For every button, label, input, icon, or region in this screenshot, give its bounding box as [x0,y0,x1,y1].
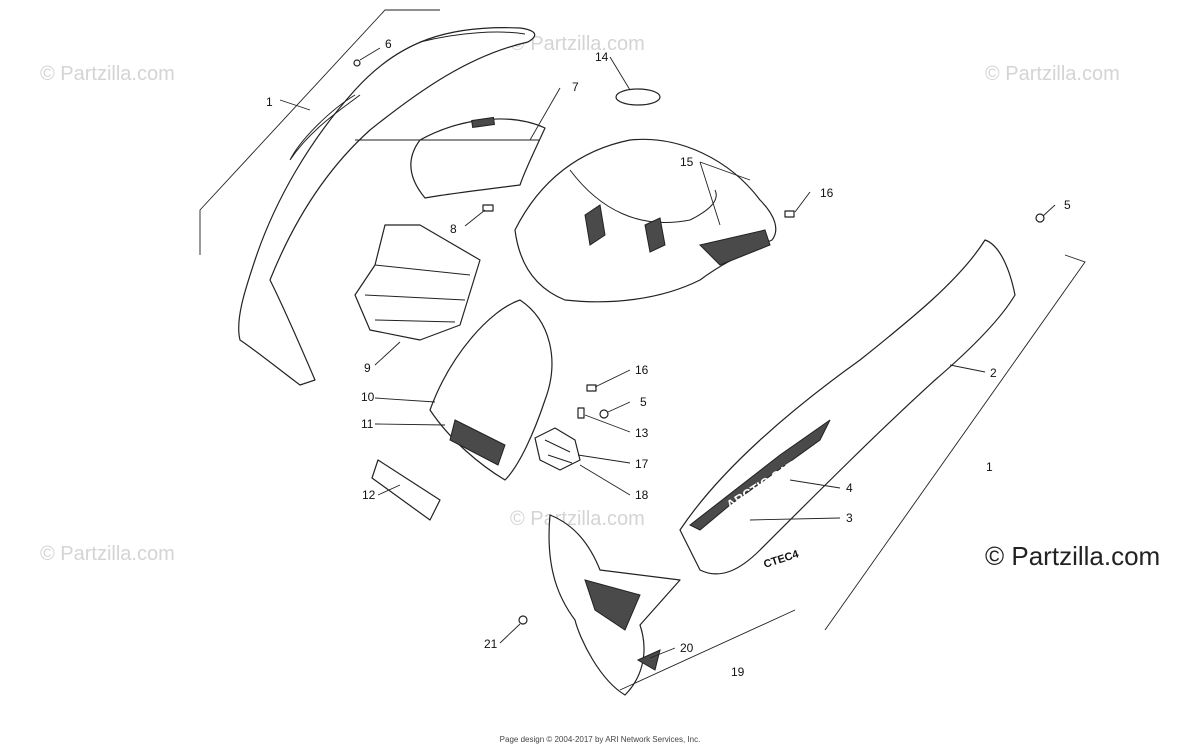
callout-9: 9 [364,361,371,375]
rivet-21 [518,615,528,625]
left-panel-shape [238,27,536,386]
fasteners [353,59,1045,625]
callout-5-mid: 5 [640,395,647,409]
callout-5-top: 5 [1064,198,1071,212]
hood-vent-center [644,217,666,253]
watermark-group: © Partzilla.com © Partzilla.com © Partzi… [40,33,1160,571]
lower-nose-grille [449,419,506,466]
rivet-5-top [1035,213,1045,223]
hood-inner-curve [569,169,717,224]
callout-13: 13 [635,426,649,440]
windshield-badge [615,88,661,106]
belly-pan-clip-20 [636,649,661,671]
hood-vent-right [699,229,771,266]
upper-panel-tab [471,116,496,129]
callout-18: 18 [635,488,649,502]
callout-labels: 1 6 7 14 15 16 5 8 9 2 10 11 16 5 13 17 … [266,37,1071,679]
lower-nose [429,299,553,481]
callout-7: 7 [572,80,579,94]
callout-3: 3 [846,511,853,525]
screw-6 [353,59,361,67]
callout-4: 4 [846,481,853,495]
upper-panel [355,116,546,199]
inner-liner-shape [354,224,481,341]
left-side-panel [199,9,536,386]
callout-1-left: 1 [266,95,273,109]
callout-17: 17 [635,457,649,471]
rivet-5-mid [599,409,609,419]
callout-21: 21 [484,637,498,651]
bracket-17-detail [544,439,573,464]
decal-model-text: CTEC4 [762,548,801,571]
watermark-bottom-center: © Partzilla.com [510,508,645,530]
callout-8: 8 [450,222,457,236]
clip-16-top [784,210,795,218]
left-panel-inner-edge [289,94,361,161]
callout-10: 10 [361,390,375,404]
belly-pan [548,514,796,696]
watermark-top-right: © Partzilla.com [985,63,1120,85]
callout-20: 20 [680,641,694,655]
watermark-top-center: © Partzilla.com [510,33,645,55]
belly-pan-opening [584,579,641,631]
page-footer: Page design © 2004-2017 by ARI Network S… [499,735,701,744]
callout-14: 14 [595,50,609,64]
hood [514,138,777,303]
callout-12: 12 [362,488,376,502]
inner-liner [354,224,481,341]
callout-15: 15 [680,155,694,169]
right-panel-decal-band [689,419,831,531]
left-panel-bracket [199,9,440,255]
callout-16-mid: 16 [635,363,649,377]
bracket-17 [534,427,581,471]
inner-liner-ribs [364,264,471,323]
right-panel-bracket [824,254,1086,631]
callout-11: 11 [361,417,374,431]
hood-vent-left [584,204,606,246]
callout-19: 19 [731,665,745,679]
callout-6: 6 [385,37,392,51]
callout-1-right: 1 [986,460,993,474]
mounting-brackets [534,427,581,471]
right-side-panel: ARCTIC CAT CTEC4 [679,239,1086,631]
right-panel-shape [679,239,1016,575]
watermark-main: © Partzilla.com [985,541,1160,571]
clip-8 [482,204,494,212]
upper-panel-shape [410,118,546,199]
watermark-bottom-left: © Partzilla.com [40,543,175,565]
spacer-13 [577,407,585,419]
leader-lines [279,47,1056,659]
clip-16-mid [586,384,597,392]
callout-16-top: 16 [820,186,834,200]
left-panel-top-edge [419,31,526,43]
callout-2: 2 [990,366,997,380]
mesh-screen [371,459,441,521]
watermark-top-left: © Partzilla.com [40,63,175,85]
belly-pan-bracket [619,609,796,691]
